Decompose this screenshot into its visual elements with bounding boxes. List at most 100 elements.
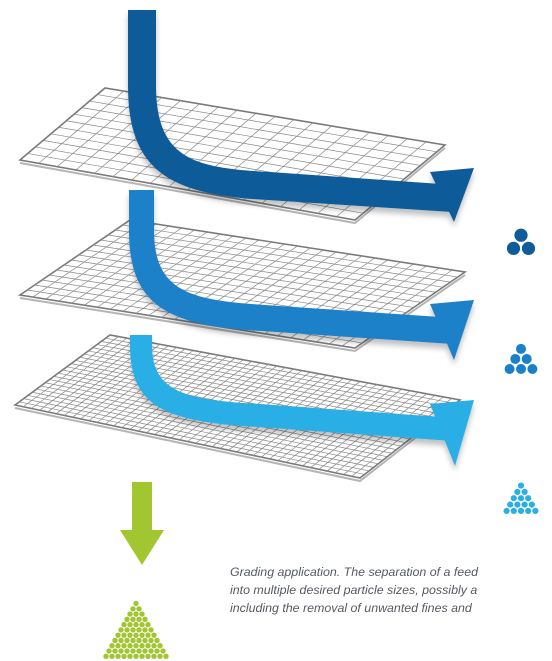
particle: [139, 621, 145, 628]
particle: [115, 653, 121, 659]
particle: [124, 637, 130, 644]
particle-piles-layer: [103, 228, 539, 659]
particle: [133, 611, 139, 617]
particle: [154, 637, 160, 644]
caption-line-2: into multiple desired particle sizes, po…: [230, 583, 478, 597]
particle: [145, 632, 151, 638]
particle: [136, 637, 142, 644]
particle: [124, 648, 130, 654]
diagram-caption: Grading application. The separation of a…: [230, 563, 552, 617]
particle: [121, 632, 127, 638]
particle: [112, 637, 118, 644]
particle: [527, 364, 538, 374]
particle: [139, 611, 145, 617]
particle: [528, 501, 535, 508]
particle: [516, 343, 526, 354]
particle: [514, 488, 521, 495]
particle: [112, 648, 118, 654]
particle: [507, 501, 514, 508]
particle: [521, 353, 532, 364]
particle: [124, 627, 130, 633]
particle: [516, 364, 526, 374]
particle: [130, 648, 136, 654]
fine-fraction-pile: [503, 482, 539, 514]
medium-fraction-arrow: [129, 190, 474, 360]
particle: [115, 632, 121, 638]
particle: [514, 228, 528, 242]
particle: [103, 653, 109, 659]
particle: [525, 507, 532, 514]
particle: [133, 600, 139, 607]
particle: [133, 653, 139, 659]
particle: [121, 643, 127, 649]
particle: [139, 643, 145, 649]
particle: [163, 653, 169, 659]
particle: [521, 501, 528, 508]
particle: [130, 627, 136, 633]
particle: [118, 637, 124, 644]
particle: [118, 627, 124, 633]
particle: [151, 643, 157, 649]
particle: [142, 637, 148, 644]
particle: [525, 495, 532, 502]
particle: [133, 621, 139, 628]
particle: [517, 507, 525, 514]
particle: [517, 495, 525, 502]
medium-fraction-pile: [504, 343, 538, 374]
particle: [130, 616, 136, 623]
particle: [139, 653, 145, 659]
particle: [517, 482, 525, 489]
particle: [127, 632, 133, 638]
particle: [136, 606, 142, 612]
particle: [148, 627, 154, 633]
particle: [148, 637, 154, 644]
particle: [106, 648, 112, 654]
particle: [121, 621, 127, 628]
particle: [148, 648, 154, 654]
particle: [157, 653, 163, 659]
particle: [157, 643, 163, 649]
coarse-fraction-pile: [506, 228, 536, 255]
particle: [118, 648, 124, 654]
caption-line-3: including the removal of unwanted fines …: [230, 601, 472, 615]
particle: [521, 488, 528, 495]
particle: [145, 643, 151, 649]
particle: [506, 241, 521, 255]
particle: [145, 621, 151, 628]
particle: [504, 364, 515, 374]
particle: [151, 653, 157, 659]
particle: [521, 241, 536, 255]
particle: [133, 643, 139, 649]
particle: [130, 637, 136, 644]
particle: [151, 632, 157, 638]
caption-line-1: Grading application. The separation of a…: [230, 565, 478, 579]
undersize-fines-pile: [103, 600, 169, 659]
particle: [130, 606, 136, 612]
flow-arrows-layer: [120, 10, 474, 565]
particle: [127, 643, 133, 649]
particle: [136, 616, 142, 623]
particle: [121, 653, 127, 659]
coarse-fraction-arrow: [128, 10, 474, 222]
particle: [115, 643, 121, 649]
particle: [510, 353, 521, 364]
particle: [160, 648, 166, 654]
particle: [510, 507, 517, 514]
particle: [133, 632, 139, 638]
particle: [127, 653, 133, 659]
particle: [142, 648, 148, 654]
particle: [510, 495, 517, 502]
particle: [136, 648, 142, 654]
particle: [136, 627, 142, 633]
particle: [514, 501, 521, 508]
particle: [109, 653, 115, 659]
particle: [127, 621, 133, 628]
fine-fraction-arrow: [130, 335, 474, 466]
particle: [127, 611, 133, 617]
particle: [145, 653, 151, 659]
particle: [139, 632, 145, 638]
particle: [503, 507, 510, 514]
particle: [109, 643, 115, 649]
